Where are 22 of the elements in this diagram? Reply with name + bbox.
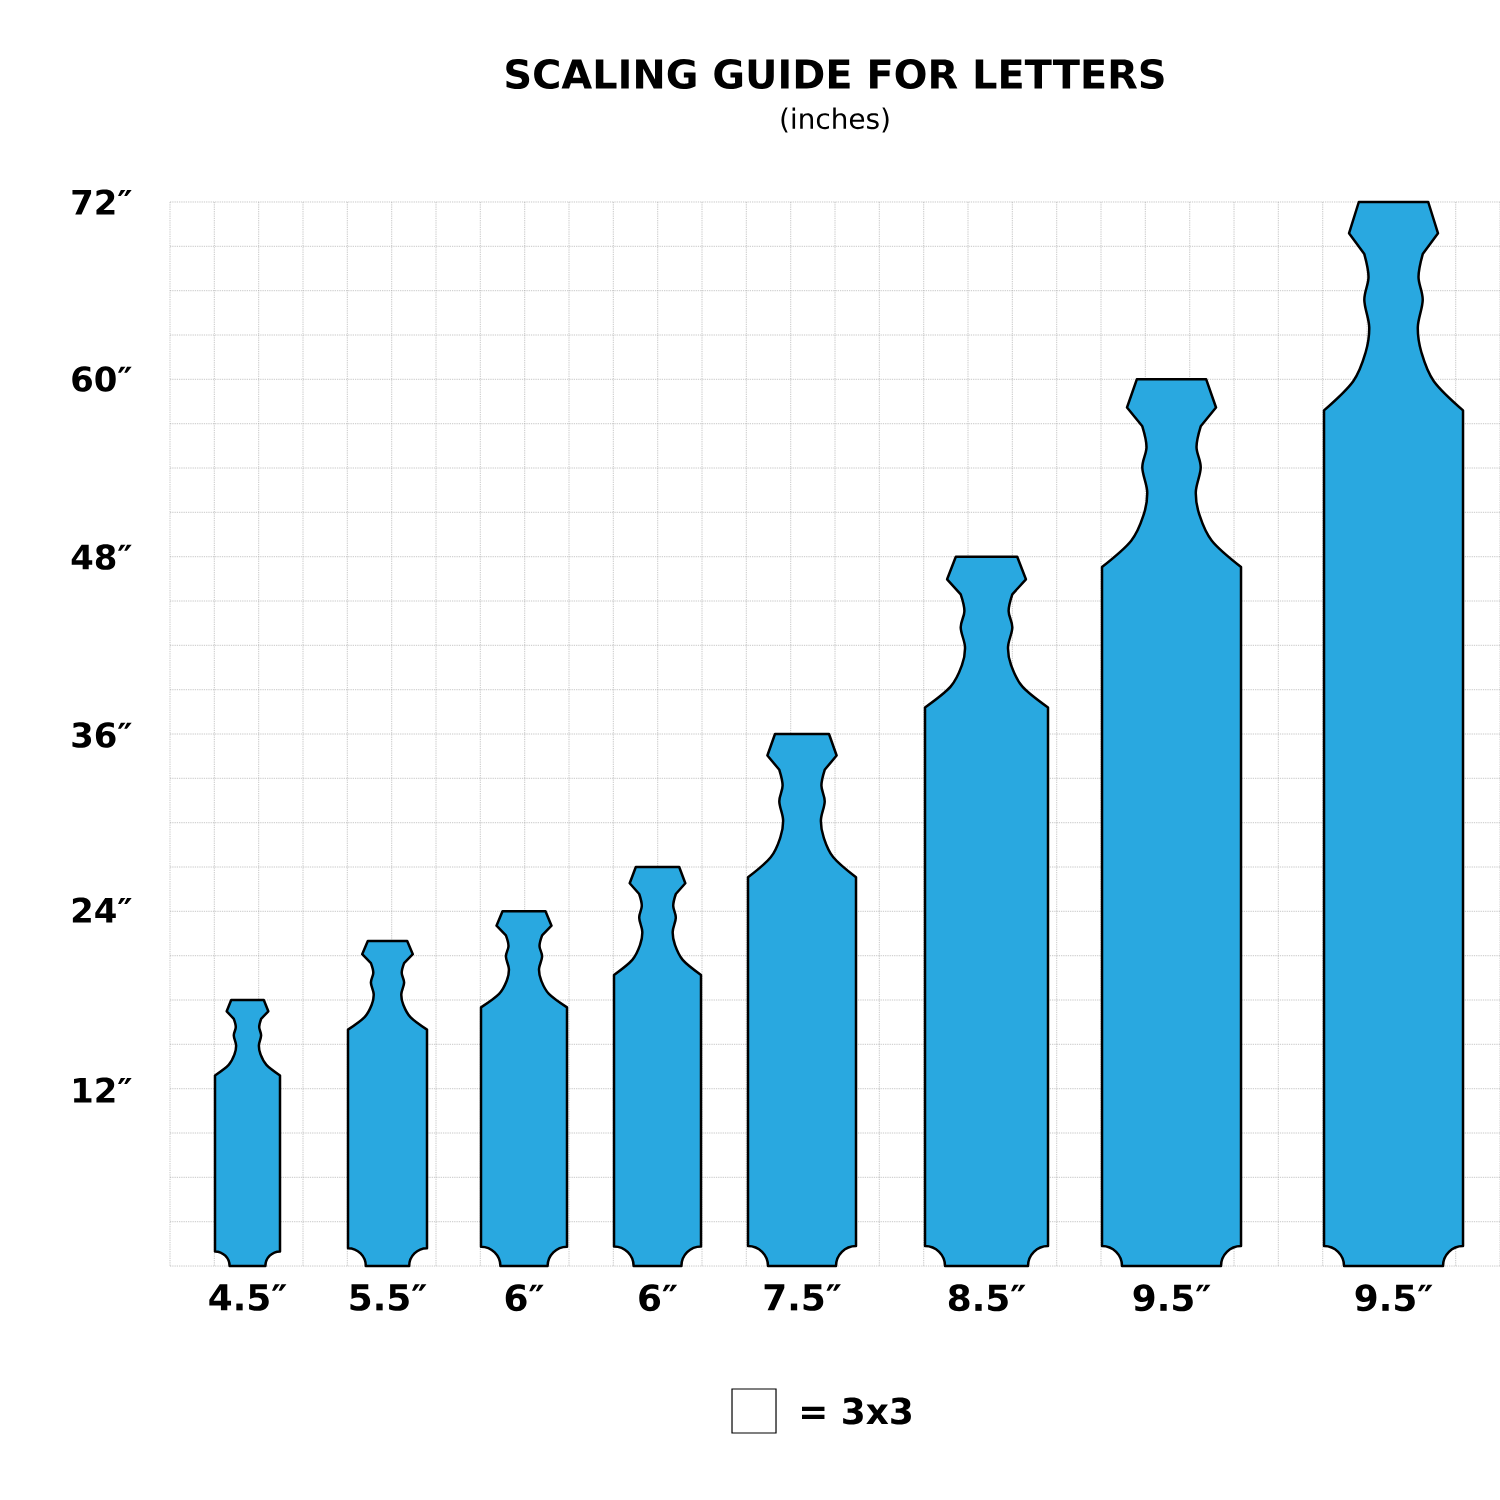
width-label: 6″ — [505, 1284, 544, 1312]
legend-text: = 3x3 — [802, 1397, 911, 1425]
paddle-shape — [746, 732, 858, 1268]
width-label: 8.5″ — [948, 1284, 1026, 1312]
width-label: 5.5″ — [350, 1284, 427, 1311]
paddle-shape — [346, 939, 429, 1268]
subtitle: (inches) — [781, 107, 889, 133]
axis-label: 60″ — [72, 366, 132, 392]
title: SCALING GUIDE FOR LETTERS — [506, 58, 1164, 90]
paddle-shape — [479, 910, 569, 1268]
width-label: 6″ — [639, 1284, 678, 1312]
axis-label: 72″ — [72, 189, 132, 215]
axis-label: 36″ — [72, 722, 132, 748]
axis-label: 24″ — [72, 897, 132, 923]
width-label: 9.5″ — [1133, 1284, 1211, 1312]
axis-label: 48″ — [71, 544, 132, 570]
paddle-shape — [612, 865, 703, 1268]
width-label: 4.5″ — [209, 1284, 287, 1311]
paddle-shape — [213, 998, 282, 1268]
axis-label: 12″ — [74, 1077, 132, 1103]
width-label: 7.5″ — [764, 1284, 841, 1311]
width-label: 9.5″ — [1355, 1284, 1433, 1312]
